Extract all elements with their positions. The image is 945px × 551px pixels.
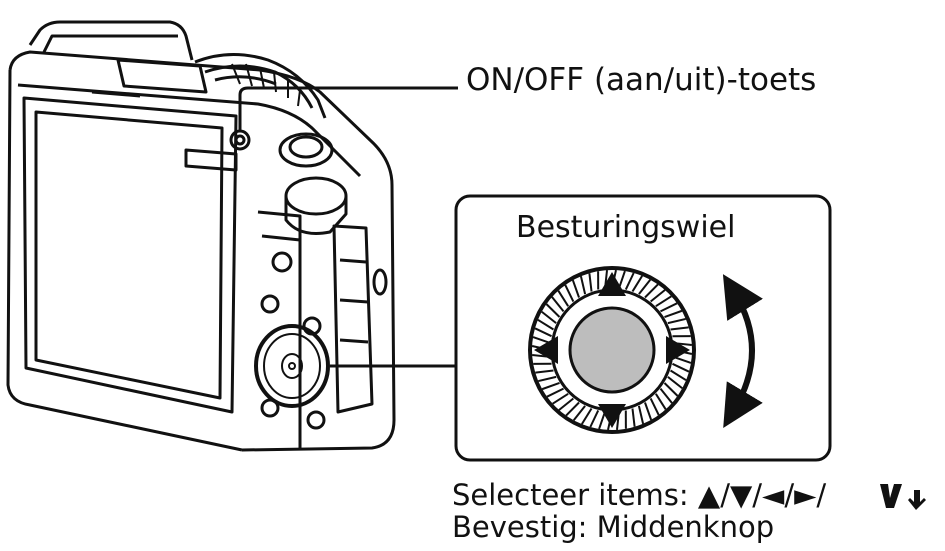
triangle-up-icon [598, 272, 626, 296]
wheel-tick [649, 398, 660, 416]
wheel-knurling [531, 269, 693, 431]
wheel-tick [571, 279, 580, 298]
wheel-tick [650, 289, 666, 303]
wheel-tick [541, 310, 557, 324]
wheel-tick [631, 408, 636, 427]
power-button-label: ON/OFF (aan/uit)-toets [466, 62, 817, 98]
wheel-tick [564, 284, 575, 302]
wheel-tick [660, 302, 678, 313]
wheel-tick [598, 411, 607, 430]
wheel-tick [579, 276, 587, 295]
select-items-caption: Selecteer items: ▲/▼/◄/►/ [452, 478, 827, 512]
wheel-tick [670, 326, 689, 331]
wheel-tick [663, 382, 679, 397]
wheel-tick [534, 327, 552, 338]
control-wheel-enlarged [528, 266, 696, 434]
wheel-tick [664, 309, 683, 318]
wheel-tick [538, 375, 557, 383]
wheel-tick [669, 369, 687, 382]
wheel-tick [545, 303, 561, 318]
wheel-tick [644, 283, 659, 299]
camera-body [6, 20, 396, 452]
wheel-tick [546, 387, 564, 398]
triangle-left-icon [534, 336, 558, 364]
wheel-tick [667, 376, 683, 390]
camera-control-wheel [254, 324, 330, 408]
wheel-tick [638, 279, 652, 295]
wheel-tick [532, 336, 551, 345]
wheel-tick [637, 405, 645, 424]
wheel-tick [631, 275, 644, 293]
wheel-tick [588, 273, 593, 292]
wheel-tick [572, 405, 586, 421]
triangle-down-icon [598, 404, 626, 428]
wheel-tick [551, 296, 565, 312]
power-leader-line [238, 86, 458, 132]
wheel-tick [644, 402, 653, 421]
control-wheel-title: Besturingswiel [516, 210, 736, 245]
double-headed-curved-arrow-icon [722, 274, 763, 429]
wheel-tick [654, 393, 667, 410]
wheel-tick [535, 369, 554, 374]
rotate-wheel-icon [880, 484, 926, 510]
wheel-tick [667, 317, 686, 325]
wheel-tick [655, 295, 672, 308]
wheel-tick [557, 290, 570, 307]
confirm-caption: Bevestig: Middenknop [452, 510, 775, 544]
wheel-tick [565, 401, 580, 417]
wheel-tick [558, 397, 574, 411]
wheel-tick [617, 270, 626, 289]
wheel-tick [541, 382, 560, 391]
wheel-tick [659, 388, 673, 404]
wheel-tick [589, 410, 600, 428]
wheel-tick [537, 318, 555, 331]
triangle-right-icon [666, 336, 690, 364]
wheel-tick [672, 362, 690, 373]
wheel-tick [580, 407, 593, 425]
wheel-tick [552, 392, 569, 405]
wheel-tick [673, 355, 692, 364]
wheel-tick [624, 272, 635, 290]
center-button [568, 306, 656, 394]
